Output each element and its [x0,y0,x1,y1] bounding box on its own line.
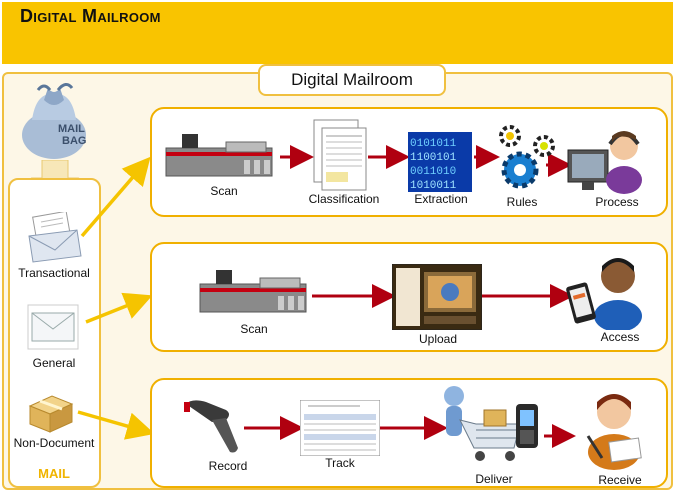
row3-record-label: Record [208,459,248,473]
delivery-cart-icon [444,386,538,461]
row3-receive-label: Receive [598,473,642,487]
scanner-icon [199,270,307,313]
header-bar [2,2,673,64]
barcode-scanner-icon [184,400,238,453]
mail-bag-text-2: BAG [62,135,86,147]
svg-text:0011010: 0011010 [410,166,456,178]
diagram-title: Digital Mailroom [258,64,446,96]
arrow-transactional-to-row1 [80,156,151,238]
row1-rules-label: Rules [506,195,538,209]
row3-deliver-label: Deliver [475,472,513,486]
binary-data-icon: 0101011 1100101 0011010 1010011 [408,132,472,192]
row2-upload-label: Upload [418,332,458,346]
transactional-label: Transactional [18,266,90,280]
row2-access-label: Access [600,330,640,344]
arrow-general-to-row2 [85,292,153,324]
row1-process-label: Process [595,195,639,209]
mail-bag-text-1: MAIL [58,123,85,135]
mobile-user-icon [566,258,642,330]
row2-scan-label: Scan [240,322,268,336]
non-document-label: Non-Document [13,436,95,450]
arrow-nondoc-to-row3 [77,410,155,440]
svg-text:1010011: 1010011 [410,180,457,192]
transactional-envelope-icon [28,212,82,263]
mail-label: MAIL [38,466,70,481]
row3-track-label: Track [325,456,355,470]
upload-screen-icon [392,264,482,330]
svg-text:1100101: 1100101 [410,152,457,164]
row-non-document [150,378,668,488]
row1-classification-label: Classification [308,192,380,206]
document-icon [313,119,367,191]
tracking-table-icon [300,400,380,456]
general-label: General [32,356,76,370]
svg-text:0101011: 0101011 [410,138,457,150]
general-envelope-icon [27,304,79,350]
row1-scan-label: Scan [210,184,238,198]
gears-icon [499,125,555,189]
scanner-icon [165,134,273,177]
package-box-icon [28,395,74,433]
page-title: Digital Mailroom [20,6,161,26]
receiver-icon [586,394,642,470]
row1-extraction-label: Extraction [414,192,468,206]
operator-icon [567,131,642,194]
mail-bag-icon: MAIL BAG [22,83,86,159]
